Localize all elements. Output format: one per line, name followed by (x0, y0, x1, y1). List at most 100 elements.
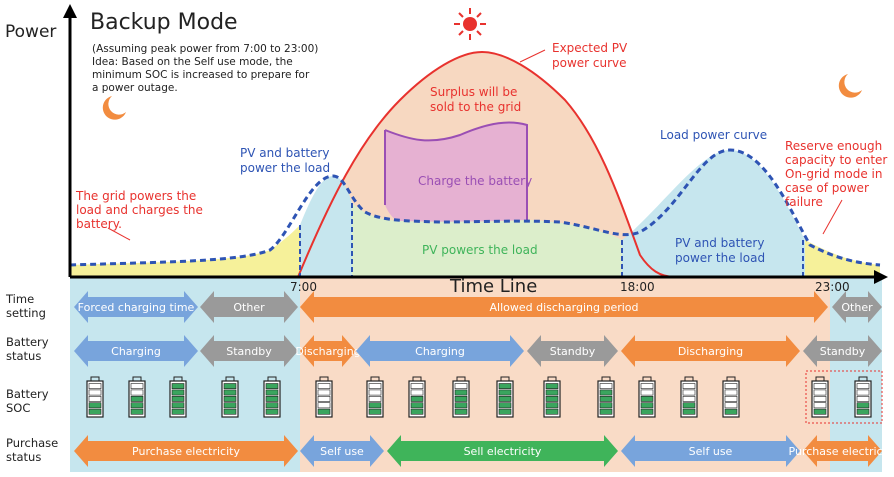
annotation-reserve: capacity to enter (785, 153, 887, 167)
row-label: Purchase (6, 436, 58, 450)
purchase-arrow-self-use-label: Self use (320, 445, 364, 458)
y-axis-label: Power (5, 22, 56, 42)
annotation-reserve: Reserve enough (785, 139, 882, 153)
annotation-reserve: case of power (785, 181, 869, 195)
time-arrow-forced-charging-label: Forced charging time (78, 301, 195, 314)
status-arrow-standby (200, 335, 298, 367)
purchase-arrow-sell (387, 435, 618, 467)
status-arrow-standby-day (527, 335, 618, 367)
battery-icon (221, 376, 239, 418)
subtitle-line: minimum SOC is increased to prepare for (92, 69, 310, 81)
status-arrow-discharging-label: Discharging (295, 345, 360, 358)
row-label: setting (6, 306, 46, 320)
soc-highlight-box (805, 370, 883, 424)
annotation-surplus: Surplus will be (430, 85, 517, 99)
time-arrow-other-left (200, 291, 298, 323)
purchase-arrow-self-use-evening (621, 435, 800, 467)
time-arrow-allowed-discharging-label: Allowed discharging period (490, 301, 639, 314)
pointer-expected-pv (519, 49, 546, 63)
battery-icon (263, 376, 281, 418)
battery-icon (811, 376, 829, 418)
battery-icon (408, 376, 426, 418)
charge-battery-outline (384, 121, 528, 220)
purchase-arrow-self-use (300, 435, 384, 467)
row-label: Battery (6, 387, 49, 401)
annotation-reserve: On-grid mode in (785, 167, 882, 181)
x-axis-label: Time Line (449, 276, 537, 297)
purchase-arrow-purchase-night-label: Purchase electricity (789, 445, 894, 458)
battery-support-area-left (300, 176, 352, 277)
annotation-reserve: failure (785, 195, 823, 209)
battery-icon (680, 376, 698, 418)
time-arrow-forced-charging (74, 291, 198, 323)
status-arrow-charging-day (356, 335, 524, 367)
purchase-arrow-purchase-label: Purchase electricity (132, 445, 240, 458)
status-arrow-charging-label: Charging (111, 345, 161, 358)
battery-icon (452, 376, 470, 418)
purchase-arrow-sell-label: Sell electricity (464, 445, 542, 458)
annotation-grid-powers: load and charges the (76, 203, 203, 217)
annotation-pv-battery-right: PV and battery (675, 236, 764, 250)
battery-icon (169, 376, 187, 418)
tick-label: 7:00 (290, 280, 317, 294)
battery-icon (315, 376, 333, 418)
annotation-pv-battery-right: power the load (675, 251, 765, 265)
annotation-load-curve: Load power curve (660, 128, 767, 142)
tick-label: 18:00 (620, 280, 655, 294)
annotation-expected-pv: power curve (552, 56, 627, 70)
subtitle: (Assuming peak power from 7:00 to 23:00)… (92, 43, 318, 94)
status-arrow-charging-day-label: Charging (415, 345, 465, 358)
annotation-pv-powers: PV powers the load (422, 243, 538, 257)
moon-icon-left (102, 96, 126, 120)
status-arrow-standby-night-label: Standby (820, 345, 866, 358)
row-label: status (6, 450, 41, 464)
status-arrow-standby-night (803, 335, 882, 367)
battery-support-area-right (622, 150, 805, 277)
annotation-pv-battery-left: power the load (240, 161, 330, 175)
sun-icon (454, 8, 486, 40)
row-label: status (6, 349, 41, 363)
annotation-charge-battery: Charge the battery (418, 174, 532, 188)
status-arrow-discharging-evening (621, 335, 800, 367)
y-axis-arrow (63, 4, 77, 18)
annotation-surplus: sold to the grid (430, 100, 521, 114)
battery-icon (543, 376, 561, 418)
tick-label: 23:00 (815, 280, 850, 294)
annotation-expected-pv: Expected PV (552, 41, 628, 55)
battery-icon (496, 376, 514, 418)
moon-icon-right (838, 74, 862, 98)
purchase-arrow-purchase (74, 435, 298, 467)
annotation-pv-battery-left: PV and battery (240, 146, 329, 160)
page-title: Backup Mode (90, 10, 238, 35)
status-arrow-standby-day-label: Standby (550, 345, 596, 358)
charge-battery-area (385, 122, 527, 222)
grid-power-area-left (70, 225, 300, 277)
status-arrow-charging (74, 335, 198, 367)
row-label: Time (5, 292, 34, 306)
battery-icon (366, 376, 384, 418)
subtitle-line: (Assuming peak power from 7:00 to 23:00) (92, 43, 318, 55)
purchase-arrow-purchase-night (803, 435, 882, 467)
battery-icon (854, 376, 872, 418)
annotation-grid-powers: battery. (76, 217, 122, 231)
battery-icon (638, 376, 656, 418)
pointer-grid-powers (107, 227, 131, 241)
battery-icon (722, 376, 740, 418)
battery-icon (597, 376, 615, 418)
time-arrow-other-right-label: Other (841, 301, 873, 314)
row-label: SOC (6, 401, 30, 415)
status-arrow-standby-label: Standby (226, 345, 272, 358)
status-arrow-discharging-evening-label: Discharging (678, 345, 743, 358)
annotation-grid-powers: The grid powers the (75, 189, 196, 203)
time-arrow-other-right (832, 291, 882, 323)
pointer-reserve (822, 199, 843, 235)
status-arrow-discharging (300, 335, 356, 367)
time-arrow-allowed-discharging (300, 291, 828, 323)
battery-icon (128, 376, 146, 418)
x-axis-arrow (874, 270, 888, 284)
expected-pv-curve (297, 50, 676, 278)
load-power-curve (69, 148, 881, 267)
subtitle-line: Idea: Based on the Self use mode, the (92, 56, 293, 68)
row-label: Battery (6, 335, 49, 349)
